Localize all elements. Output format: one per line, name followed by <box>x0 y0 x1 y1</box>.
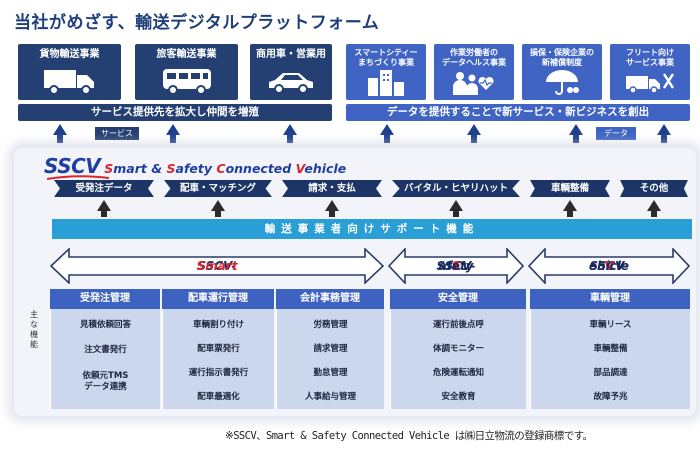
up-arrow-icon <box>166 124 180 143</box>
service-tile-label: 旅客輸送事業 <box>156 49 217 60</box>
module-dispatch-matching: 配車・マッチング <box>164 180 272 197</box>
up-arrow-icon <box>449 200 463 217</box>
function-header-safety: 安全管理 <box>390 289 526 309</box>
function-item: 注文書発行 <box>84 345 127 355</box>
health-people-icon <box>453 72 494 95</box>
function-item: 危険運転通知 <box>432 368 484 378</box>
function-column-orders: 見積依頼回答 注文書発行 依頼元TMS データ連携 <box>50 309 160 409</box>
service-tile-data-health: 作業労働者の データヘルス事業 <box>434 44 514 100</box>
function-item: 部品調達 <box>593 368 628 378</box>
function-item: 運行前後点呼 <box>432 320 484 330</box>
function-header-accounting: 会計事務管理 <box>276 289 384 309</box>
service-tile-cargo: 貨物輸送事業 <box>18 44 121 100</box>
module-billing: 請求・支払 <box>282 180 382 197</box>
function-item: 見積依頼回答 <box>79 320 131 330</box>
service-tile-label: フリート向け サービス事業 <box>626 48 674 67</box>
service-tile-label: 商用車・営業用 <box>256 49 326 60</box>
up-arrow-icon <box>563 200 577 217</box>
function-header-dispatch: 配車運行管理 <box>162 289 274 309</box>
service-tile-label: 作業労働者の データヘルス事業 <box>442 48 506 67</box>
service-tile-fleet: フリート向け サービス事業 <box>610 44 690 100</box>
module-vital-nearmiss: バイタル・ヒヤリハット <box>392 180 520 197</box>
function-item: 勤怠管理 <box>313 368 348 378</box>
function-header-orders: 受発注管理 <box>50 289 160 309</box>
function-column-accounting: 労務管理 請求管理 勤怠管理 人事給与管理 <box>276 309 384 409</box>
function-item: 車輌整備 <box>593 344 628 354</box>
function-item: 車輌割り付け <box>192 320 244 330</box>
function-item: 依頼元TMS データ連携 <box>82 371 129 392</box>
data-business-bar: データを提供することで新サービス・新ビジネスを創出 <box>346 104 690 121</box>
function-item: 車輌リース <box>589 320 632 330</box>
logo-swoosh-icon <box>47 175 109 180</box>
up-arrow-icon <box>657 124 671 143</box>
module-maintenance: 車輌整備 <box>530 180 610 197</box>
function-item: 請求管理 <box>313 344 348 354</box>
data-tag: データ <box>596 127 636 140</box>
bus-icon <box>162 69 211 95</box>
service-tile-label: 損保・保険企業の 新補償制度 <box>530 48 594 67</box>
up-arrow-icon <box>211 200 225 217</box>
expand-partners-bar: サービス提供先を拡大し仲間を増殖 <box>18 104 332 121</box>
fleet-tools-icon <box>626 73 675 94</box>
service-tile-insurance: 損保・保険企業の 新補償制度 <box>522 44 602 100</box>
function-item: 人事給与管理 <box>304 392 356 402</box>
trademark-footnote: ※SSCV、Smart & Safety Connected Vehicle は… <box>225 430 593 442</box>
service-tile-commercial: 商用車・営業用 <box>250 44 332 100</box>
module-order-data: 受発注データ <box>54 180 154 197</box>
sscv-smart-arrow: SSCV-Smart <box>50 248 384 284</box>
functions-label: 主な機能 <box>30 310 38 349</box>
service-tile-label: スマートシティー まちづくり事業 <box>354 48 418 67</box>
service-tile-passenger: 旅客輸送事業 <box>135 44 238 100</box>
function-item: 故障予兆 <box>593 392 628 402</box>
up-arrow-icon <box>569 124 583 143</box>
function-item: 配車最適化 <box>197 392 240 402</box>
function-item: 体調モニター <box>432 344 484 354</box>
truck-icon <box>43 70 94 95</box>
function-column-dispatch: 車輌割り付け 配車票発行 運行指示書発行 配車最適化 <box>162 309 274 409</box>
up-arrow-icon <box>325 200 339 217</box>
function-column-safety: 運行前後点呼 体調モニター 危険運転通知 安全教育 <box>390 309 526 409</box>
function-header-vehicle: 車輌管理 <box>530 289 690 309</box>
function-item: 労務管理 <box>313 320 348 330</box>
service-tile-smart-city: スマートシティー まちづくり事業 <box>346 44 426 100</box>
up-arrow-icon <box>467 124 481 143</box>
function-column-vehicle: 車輌リース 車輌整備 部品調達 故障予兆 <box>530 309 690 409</box>
function-item: 運行指示書発行 <box>188 368 249 378</box>
function-item: 安全教育 <box>441 392 476 402</box>
up-arrow-icon <box>647 200 661 217</box>
support-functions-bar: 輸送事業者向けサポート機能 <box>52 219 692 239</box>
page-title: 当社がめざす、輸送デジタルプラットフォーム <box>14 13 380 33</box>
car-icon <box>269 73 313 94</box>
up-arrow-icon <box>283 124 297 143</box>
insurance-umbrella-icon <box>546 70 579 95</box>
up-arrow-icon <box>380 124 394 143</box>
service-tile-label: 貨物輸送事業 <box>39 49 100 60</box>
city-buildings-icon <box>368 70 404 96</box>
module-other: その他 <box>620 180 688 197</box>
up-arrow-icon <box>97 200 111 217</box>
function-item: 配車票発行 <box>197 344 240 354</box>
service-tag: サービス <box>95 127 139 140</box>
up-arrow-icon <box>53 124 67 143</box>
